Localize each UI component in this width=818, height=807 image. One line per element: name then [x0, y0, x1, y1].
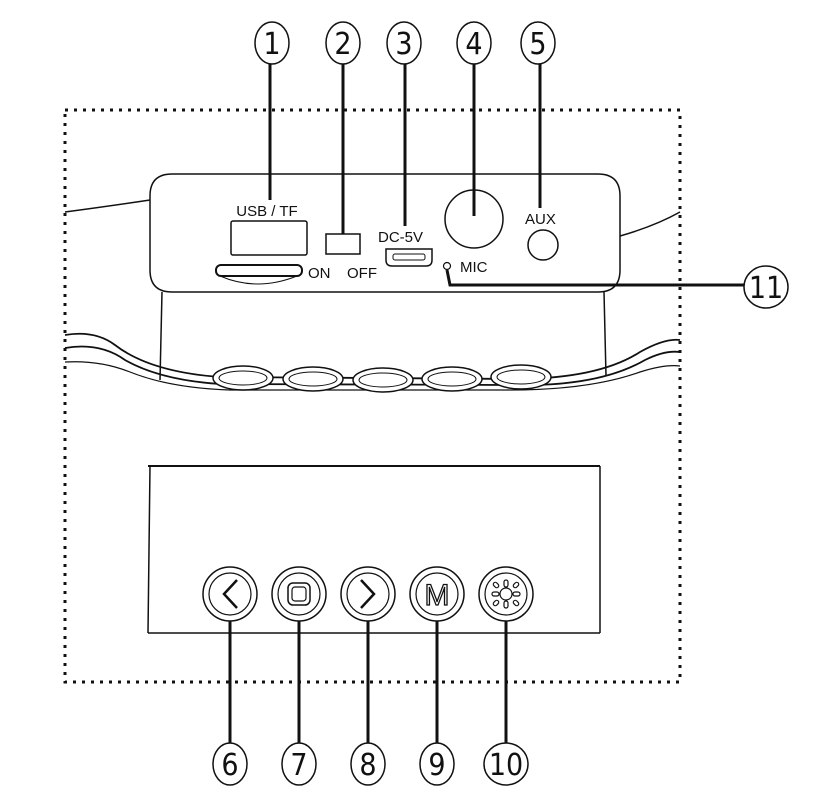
- top-panel: [149, 173, 621, 293]
- top-button-5[interactable]: [490, 364, 552, 390]
- mic-label: MIC: [460, 259, 488, 276]
- previous-button[interactable]: [202, 566, 258, 622]
- dc-5v-port-inner: [392, 253, 426, 261]
- callout-11-number: 11: [749, 271, 783, 306]
- callout-1: 1: [254, 21, 290, 200]
- callout-6: 6: [212, 621, 248, 786]
- callout-5: 5: [520, 21, 556, 208]
- callout-6-number: 6: [221, 748, 238, 783]
- tf-slot-recess: [219, 275, 298, 285]
- callout-2: 2: [325, 21, 361, 234]
- callout-4-number: 4: [465, 27, 482, 62]
- dotted-frame: [63, 108, 682, 684]
- callout-9: 9: [419, 621, 455, 786]
- body-arc-right: [619, 211, 681, 237]
- neck-right: [603, 291, 607, 377]
- sun-icon: [491, 579, 521, 609]
- light-button[interactable]: [478, 566, 534, 622]
- callout-8: 8: [350, 621, 386, 786]
- callout-7: 7: [281, 621, 317, 786]
- callout-1-number: 1: [263, 27, 280, 62]
- callout-5-number: 5: [529, 27, 546, 62]
- mode-button[interactable]: M: [409, 566, 465, 622]
- aux-jack[interactable]: [527, 229, 559, 261]
- callout-8-number: 8: [359, 748, 376, 783]
- usb-tf-label: USB / TF: [236, 203, 297, 220]
- top-button-4[interactable]: [421, 366, 483, 392]
- play-pause-button[interactable]: [271, 566, 327, 622]
- tf-card-slot[interactable]: [215, 264, 303, 277]
- callout-3-number: 3: [395, 27, 412, 62]
- callout-10-number: 10: [489, 748, 523, 783]
- on-label: ON: [308, 265, 331, 282]
- power-switch[interactable]: [325, 233, 361, 255]
- aux-label: AUX: [525, 211, 556, 228]
- callout-10: 10: [483, 621, 529, 786]
- next-button[interactable]: [340, 566, 396, 622]
- callout-4: 4: [456, 21, 492, 216]
- body-arc-left: [64, 199, 151, 213]
- callout-3: 3: [386, 21, 422, 226]
- front-panel: [147, 465, 601, 634]
- callout-11: 11: [445, 265, 789, 309]
- callout-2-number: 2: [334, 27, 351, 62]
- chevron-right-icon: [360, 579, 376, 609]
- mic-hole: [442, 261, 452, 271]
- usb-port[interactable]: [230, 220, 308, 256]
- top-button-3[interactable]: [352, 367, 414, 393]
- off-label: OFF: [347, 265, 377, 282]
- mode-label: M: [425, 579, 450, 612]
- dc-5v-label: DC-5V: [378, 229, 423, 246]
- callout-7-number: 7: [290, 748, 307, 783]
- top-button-1[interactable]: [212, 365, 274, 391]
- chevron-left-icon: [222, 579, 238, 609]
- callout-9-number: 9: [428, 748, 445, 783]
- neck-left: [159, 291, 163, 381]
- top-button-2[interactable]: [282, 366, 344, 392]
- top-buttons: [212, 364, 552, 393]
